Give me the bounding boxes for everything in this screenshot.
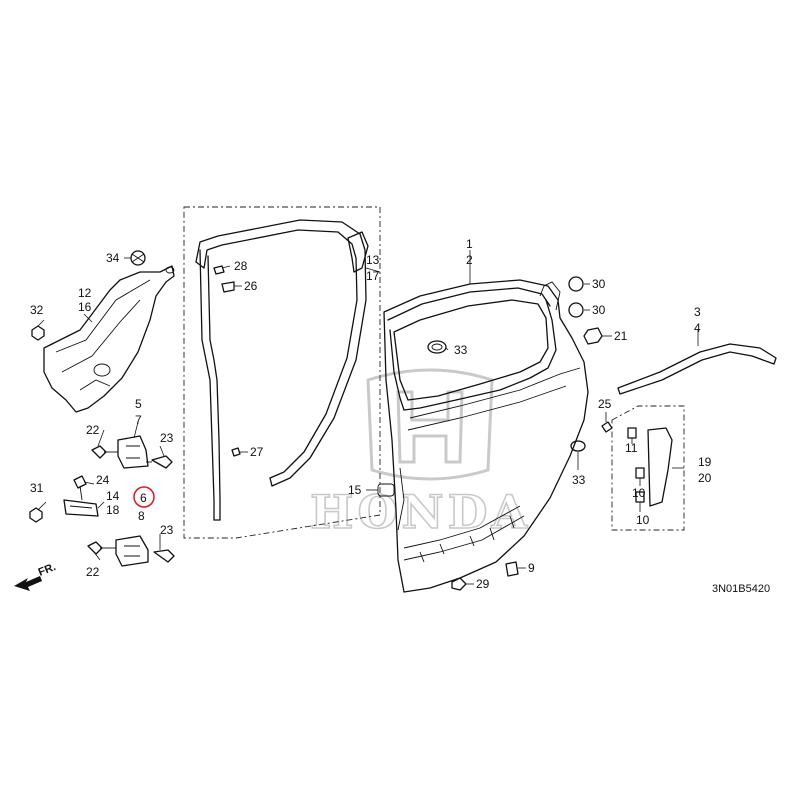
callout-27[interactable]: 27 [250,445,264,459]
callout-11[interactable]: 11 [625,441,638,455]
callout-25[interactable]: 25 [598,397,612,411]
callout-10-a[interactable]: 10 [632,486,646,500]
grommet-33-lower [570,440,586,452]
seal-30-a [568,276,584,292]
callout-21[interactable]: 21 [614,329,628,343]
clip-26 [221,281,235,293]
callout-15[interactable]: 15 [348,483,362,497]
front-direction-label: FR. [37,561,58,579]
callout-19[interactable]: 19 [698,455,712,469]
callout-4[interactable]: 4 [694,321,701,335]
callout-16[interactable]: 16 [78,300,92,314]
callout-30-a[interactable]: 30 [592,277,606,291]
callout-5[interactable]: 5 [135,397,142,411]
clip-28 [213,265,225,275]
callout-numbers: 1 2 3 4 5 6 7 8 9 10 10 11 12 13 14 15 1… [30,237,712,591]
callout-33-a[interactable]: 33 [454,343,468,357]
grommet-33-upper [427,340,447,354]
callout-34[interactable]: 34 [106,251,120,265]
callout-1[interactable]: 1 [466,237,473,251]
nut-31 [29,507,43,523]
stopper-9 [505,561,519,577]
callout-32[interactable]: 32 [30,303,44,317]
callout-10-b[interactable]: 10 [636,513,650,527]
upper-hinge [91,435,173,469]
clip-10-a [635,467,645,479]
nut-29 [451,577,467,591]
cap-21 [583,327,603,345]
door-checker [63,475,99,517]
clip-27 [231,447,241,457]
callout-6[interactable]: 6 [140,491,147,505]
door-applique [647,427,673,507]
highlighted-callout-6[interactable] [133,486,155,508]
weatherstrip-group-frame [183,206,381,539]
callout-33-b[interactable]: 33 [572,473,586,487]
applique-group-frame [611,405,685,531]
callout-28[interactable]: 28 [234,259,248,273]
door-sash-bracket [43,265,175,413]
leader-lines [37,250,699,585]
front-direction-arrow: FR. [14,561,58,591]
diagram-code: 3N01B5420 [712,583,770,595]
clip-25 [601,421,613,433]
rear-door-panel [377,279,589,593]
callout-22-b[interactable]: 22 [86,565,100,579]
callout-29[interactable]: 29 [476,577,490,591]
callout-23-a[interactable]: 23 [160,431,174,445]
callout-18[interactable]: 18 [106,503,120,517]
callout-17[interactable]: 17 [366,269,380,283]
callout-26[interactable]: 26 [244,279,258,293]
callout-9[interactable]: 9 [528,561,535,575]
callout-12[interactable]: 12 [78,286,92,300]
callout-7[interactable]: 7 [135,413,142,427]
callout-8[interactable]: 8 [138,509,145,523]
callout-13[interactable]: 13 [366,253,380,267]
callout-3[interactable]: 3 [694,305,701,319]
callout-2[interactable]: 2 [466,253,473,267]
seal-30-b [568,302,584,318]
watermark-text: HONDA [310,485,531,539]
clip-34-head [131,253,145,263]
door-weatherstrip [195,219,369,521]
callout-23-b[interactable]: 23 [160,523,174,537]
callout-30-b[interactable]: 30 [592,303,606,317]
door-sash-molding [617,343,777,395]
callout-24[interactable]: 24 [96,473,110,487]
nut-32 [31,325,45,341]
callout-14[interactable]: 14 [106,489,120,503]
callout-22-a[interactable]: 22 [86,423,100,437]
clip-11 [627,427,637,439]
callout-20[interactable]: 20 [698,471,712,485]
lower-hinge [87,535,175,567]
callout-31[interactable]: 31 [30,481,44,495]
honda-watermark: HONDA [309,368,531,540]
